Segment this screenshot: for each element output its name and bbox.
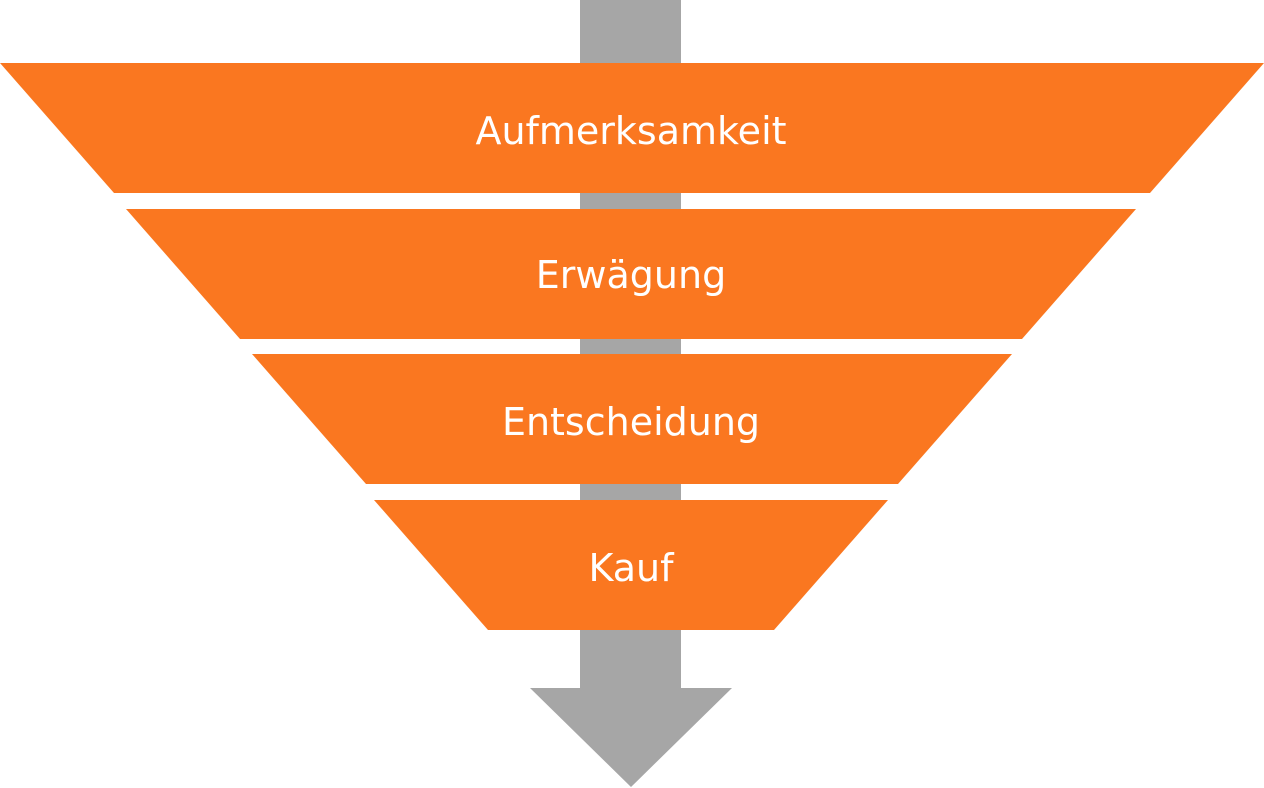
funnel-stage-4: Kauf: [374, 500, 888, 630]
stage-shape: [374, 500, 888, 630]
stage-shape: [252, 354, 1012, 484]
funnel-stage-2: Erwägung: [126, 209, 1136, 339]
stage-shape: [0, 63, 1264, 193]
funnel-stage-1: Aufmerksamkeit: [0, 63, 1264, 193]
stage-label: Erwägung: [536, 253, 726, 297]
stage-shape: [126, 209, 1136, 339]
stage-label: Aufmerksamkeit: [475, 109, 786, 153]
funnel-stage-3: Entscheidung: [252, 354, 1012, 484]
stage-label: Entscheidung: [502, 400, 760, 444]
stage-label: Kauf: [589, 546, 676, 590]
